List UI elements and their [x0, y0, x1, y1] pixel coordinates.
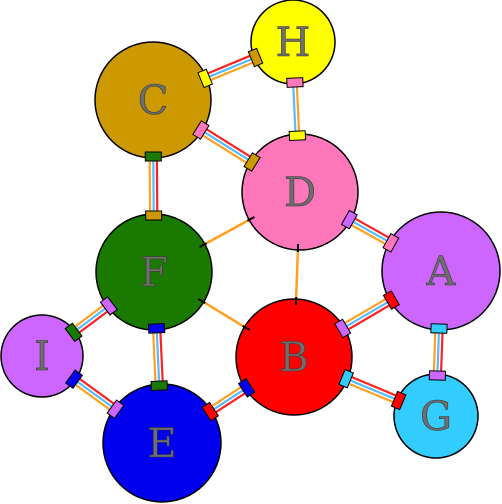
edge-h-d-port-from [286, 77, 304, 88]
edge-c-d-port-to [243, 152, 261, 172]
edge-a-g-port-from [430, 323, 448, 334]
edge-c-f-port-to [145, 210, 163, 221]
edge-c-f [148, 157, 159, 215]
edge-b-e-port-from [237, 378, 256, 398]
edge-i-e-port-from [64, 369, 84, 390]
edge-h-d-port-to [288, 130, 307, 141]
edge-c-h-port-from [197, 68, 214, 89]
edge-d-a-strand-0 [351, 216, 392, 240]
edge-b-g-strand-0 [348, 374, 400, 398]
edge-d-b-strand-0 [294, 249, 300, 300]
edges-layer [71, 53, 444, 415]
edge-i-e [72, 376, 117, 413]
edge-b-e [208, 384, 248, 415]
edge-c-d-port-from [192, 120, 210, 140]
edge-b-e-strand-0 [212, 390, 248, 415]
edge-i-e-strand-0 [76, 376, 117, 407]
edge-f-i-strand-1 [74, 305, 109, 333]
edge-f-i-port-from [99, 296, 118, 316]
edge-f-i-port-to [64, 322, 83, 343]
ports-layer [64, 47, 448, 422]
edge-a-b-port-from [382, 290, 400, 310]
edge-b-g-port-to [390, 390, 407, 411]
edge-h-d-strand-0 [295, 83, 301, 135]
edge-a-g-port-to [428, 370, 447, 381]
edge-a-g [432, 329, 444, 375]
edge-f-e-port-from [147, 323, 166, 334]
labels-layer: H C D A F B I G E [34, 20, 457, 468]
edge-c-f-port-from [144, 151, 162, 162]
edge-d-a [348, 216, 392, 247]
edge-f-e-strand-1 [155, 329, 161, 385]
edge-i-e-port-to [106, 399, 125, 420]
edge-c-d-strand-0 [203, 126, 254, 160]
node-b[interactable] [235, 298, 353, 416]
edge-a-g-strand-2 [432, 329, 437, 374]
edge-c-d-strand-1 [201, 129, 252, 163]
edge-c-h-strand-0 [204, 53, 254, 76]
edge-c-h [204, 53, 257, 83]
edge-d-f-stub-1 [199, 242, 208, 248]
edge-b-g-port-from [338, 368, 355, 389]
edge-a-g-strand-1 [436, 329, 441, 375]
edge-a-b-strand-2 [341, 296, 389, 326]
node-i[interactable] [0, 314, 84, 398]
node-h-label: H [276, 20, 311, 66]
edge-a-g-strand-0 [439, 330, 444, 375]
edge-f-e-port-to [150, 380, 169, 391]
node-c-label: C [138, 78, 169, 124]
edge-f-b [202, 301, 246, 328]
edge-f-i-strand-2 [71, 303, 107, 330]
edge-d-f-stub-0 [246, 216, 255, 222]
edge-c-h-port-to [247, 47, 264, 68]
edge-f-e-strand-2 [152, 330, 157, 385]
edge-d-a-port-from [340, 209, 358, 230]
edge-f-b-strand-0 [202, 301, 246, 328]
edge-f-b-stub-1 [242, 325, 251, 331]
edge-a-b-strand-0 [345, 302, 393, 332]
edge-b-e-strand-1 [210, 387, 246, 412]
edge-b-g [345, 374, 400, 405]
edge-d-f-strand-0 [204, 218, 250, 246]
node-g-label: G [420, 394, 452, 440]
edge-d-f [204, 218, 250, 246]
edge-b-g-strand-2 [345, 381, 397, 405]
node-e-label: E [147, 421, 176, 467]
edge-c-d-strand-2 [199, 132, 250, 166]
edge-d-a-strand-2 [348, 222, 389, 247]
edge-a-b-port-to [334, 318, 352, 339]
edge-f-e-strand-0 [159, 329, 164, 384]
node-b-label: B [279, 335, 308, 381]
edge-b-g-strand-1 [347, 378, 398, 401]
node-f-label: F [140, 250, 168, 296]
edge-f-b-stub-0 [197, 298, 206, 304]
node-i-label: I [34, 334, 50, 380]
edge-h-d [292, 83, 301, 135]
edge-c-h-strand-2 [207, 60, 257, 83]
edge-i-e-strand-2 [72, 382, 113, 413]
edge-b-e-port-to [201, 401, 220, 422]
edge-d-b [294, 249, 300, 300]
edge-d-a-strand-1 [350, 219, 391, 244]
edge-f-e [152, 329, 164, 385]
node-a-label: A [426, 249, 457, 295]
node-d-label: D [284, 170, 316, 216]
edge-d-a-port-to [382, 232, 400, 253]
edge-i-e-strand-1 [74, 379, 115, 410]
edge-h-d-strand-1 [292, 83, 297, 135]
edge-b-e-strand-2 [208, 384, 245, 409]
edge-f-i-strand-0 [76, 308, 111, 336]
edge-a-b [341, 296, 393, 332]
edge-f-i [71, 303, 111, 336]
edge-c-d [199, 126, 254, 166]
edge-a-b-strand-1 [343, 299, 391, 329]
edge-c-h-strand-1 [206, 57, 255, 79]
